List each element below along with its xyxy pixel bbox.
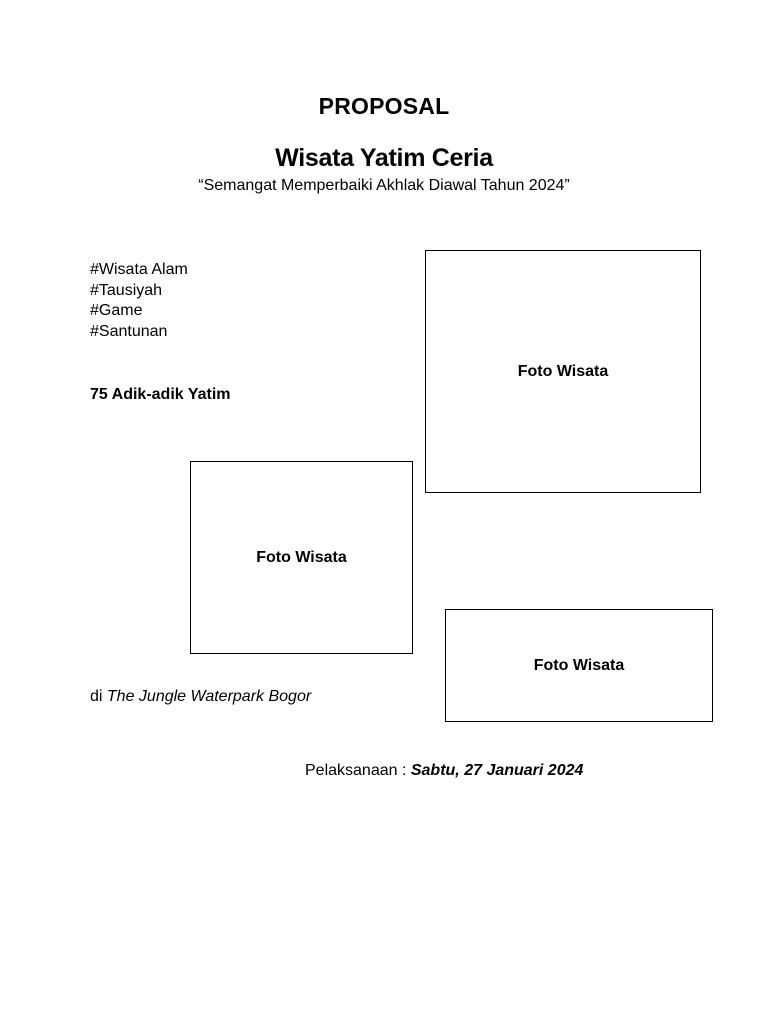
photo-placeholder: Foto Wisata <box>425 250 701 493</box>
photo-placeholder-label: Foto Wisata <box>256 548 347 566</box>
event-title: Wisata Yatim Ceria <box>275 144 493 172</box>
location-place: The Jungle Waterpark Bogor <box>106 688 312 705</box>
photo-placeholder: Foto Wisata <box>445 609 713 722</box>
photo-placeholder: Foto Wisata <box>190 461 413 654</box>
activity-tag: #Santunan <box>90 323 168 341</box>
event-location: di The Jungle Waterpark Bogor <box>90 688 311 706</box>
photo-placeholder-label: Foto Wisata <box>517 362 609 380</box>
activity-tag: #Wisata Alam <box>90 261 188 278</box>
photo-placeholder-label: Foto Wisata <box>533 656 625 674</box>
activity-tag: #Game <box>90 302 143 320</box>
event-tagline: “Semangat Memperbaiki Akhlak Diawal Tahu… <box>198 177 570 194</box>
participants-count: 75 Adik-adik Yatim <box>90 386 231 403</box>
schedule-label: Pelaksanaan : <box>305 762 411 779</box>
activity-tag-list: #Wisata Alam #Tausiyah #Game #Santunan <box>90 260 188 343</box>
schedule-date: Sabtu, 27 Januari 2024 <box>410 762 584 779</box>
activity-tag: #Tausiyah <box>90 281 163 299</box>
location-prefix: di <box>90 688 107 705</box>
document-heading: PROPOSAL <box>318 93 450 119</box>
event-schedule: Pelaksanaan : Sabtu, 27 Januari 2024 <box>305 762 583 780</box>
